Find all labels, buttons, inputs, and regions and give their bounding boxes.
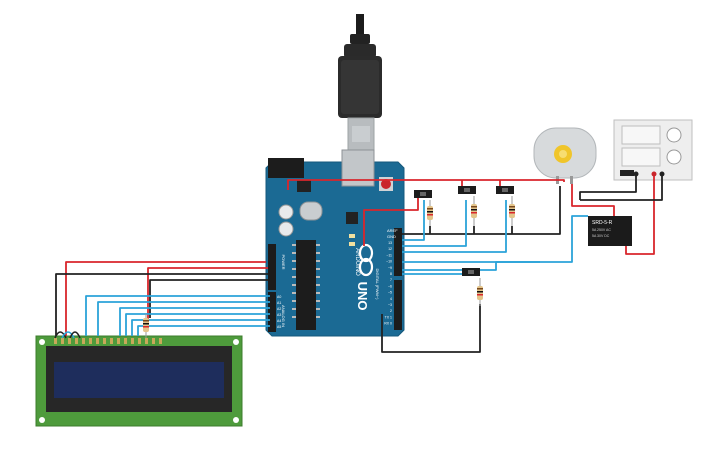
power-supply[interactable]	[613, 119, 693, 181]
wire-blue-lcd-d4[interactable]	[119, 307, 270, 336]
analog-pin-label: A0	[277, 295, 281, 299]
wire-blue-button-1[interactable]	[402, 200, 425, 241]
microcontroller-chip	[296, 240, 316, 330]
digital-pin-label: RX 0	[384, 322, 392, 326]
arduino-model-text: UNO	[355, 282, 370, 311]
resistor-4[interactable]	[477, 278, 483, 306]
wire-black-supply[interactable]	[580, 176, 663, 201]
resistor-3[interactable]	[509, 196, 515, 226]
wire-black-gnd-rail[interactable]	[402, 186, 561, 235]
analog-header	[268, 292, 276, 332]
digital-pin-label: 7	[390, 278, 392, 282]
digital-pin-label: 13	[388, 241, 392, 245]
digital-pin-label: ~9	[388, 266, 392, 270]
wire-red-lcd-power[interactable]	[65, 261, 266, 336]
digital-pin-label: ~10	[386, 260, 392, 264]
analog-pin-label: A4	[277, 319, 281, 323]
push-button-4[interactable]	[462, 268, 480, 276]
relay-model-text: SRD-5-R	[592, 220, 613, 226]
digital-pin-label: 2	[390, 309, 392, 313]
resistor-lcd[interactable]	[143, 314, 149, 338]
lcd-screen	[54, 362, 224, 398]
relay-dc-rating: 5A 30V DC	[592, 234, 610, 238]
digital-pin-label: 4	[390, 297, 392, 301]
wire-blue-lcd-d5[interactable]	[125, 313, 270, 336]
wire-blue-lcd-d7[interactable]	[137, 325, 270, 336]
power-jack	[268, 158, 304, 178]
resistor-2[interactable]	[471, 196, 477, 226]
lcd-pin-header	[54, 338, 162, 344]
voltage-knob[interactable]	[666, 127, 682, 143]
analog-in-label: ANALOG IN	[281, 305, 286, 327]
arduino-brand-text: ARDUINO	[354, 248, 360, 276]
digital-pin-label: ~5	[388, 291, 392, 295]
wire-blue-lcd-rs[interactable]	[85, 295, 270, 336]
resistor-1[interactable]	[427, 200, 433, 226]
digital-header-top	[394, 228, 402, 276]
dc-motor[interactable]	[533, 127, 597, 184]
push-button-1[interactable]	[414, 190, 432, 198]
aref-label: AREF	[387, 228, 398, 233]
digital-pin-label: ~11	[386, 253, 392, 257]
digital-header-bottom	[394, 280, 402, 330]
analog-pin-label: A1	[277, 301, 281, 305]
push-button-2[interactable]	[458, 186, 476, 194]
usb-cable[interactable]	[338, 14, 382, 151]
wire-lcd-loop-3[interactable]	[69, 331, 81, 339]
wire-blue-button-2[interactable]	[402, 200, 467, 247]
reset-button[interactable]	[381, 179, 391, 189]
wire-red-motor-relay[interactable]	[571, 184, 615, 216]
digital-pin-label: TX 1	[385, 315, 392, 319]
wire-red-pot[interactable]	[147, 267, 268, 320]
wire-red-supply-relay[interactable]	[625, 176, 655, 255]
power-header	[268, 244, 276, 290]
wire-blue-button-3[interactable]	[402, 200, 507, 253]
wire-blue-lcd-e[interactable]	[97, 301, 270, 336]
analog-pin-label: A5	[277, 325, 281, 329]
wire-black-pot[interactable]	[149, 279, 268, 318]
digital-pin-label: 8	[390, 272, 392, 276]
gnd-label: GND	[387, 234, 396, 239]
wire-blue-relay[interactable]	[402, 215, 588, 263]
wire-red-top-rail[interactable]	[287, 179, 565, 190]
relay-ac-rating: 5A 250V AC	[592, 228, 611, 232]
digital-pin-label: ~6	[388, 284, 392, 288]
digital-pin-label: 12	[388, 247, 392, 251]
wire-lcd-loop-1[interactable]	[54, 331, 67, 339]
arduino-board[interactable]: ARDUINO UNO DIGITAL (PWM~) POWER ANALOG …	[265, 149, 405, 337]
wire-black-lcd-gnd[interactable]	[55, 273, 268, 336]
relay[interactable]: SRD-5-R 5A 250V AC 5A 30V DC	[588, 216, 632, 246]
analog-pin-label: A3	[277, 313, 281, 317]
digital-label: DIGITAL (PWM~)	[375, 269, 380, 301]
wire-lcd-loop-2[interactable]	[61, 331, 75, 339]
power-label: POWER	[281, 254, 286, 269]
digital-pin-label: ~3	[388, 303, 392, 307]
wire-blue-button-4b[interactable]	[402, 261, 540, 271]
analog-pin-label: A2	[277, 307, 281, 311]
wire-red-buttons[interactable]	[363, 194, 419, 246]
wire-black-bottom-loop[interactable]	[381, 304, 481, 353]
lcd-display[interactable]	[35, 335, 243, 427]
wire-blue-lcd-d6[interactable]	[131, 319, 270, 336]
wire-black-supply-left[interactable]	[579, 176, 637, 200]
arduino-logo	[358, 243, 374, 277]
push-button-3[interactable]	[496, 186, 514, 194]
current-knob[interactable]	[666, 149, 682, 165]
wire-blue-button-4[interactable]	[402, 268, 471, 275]
